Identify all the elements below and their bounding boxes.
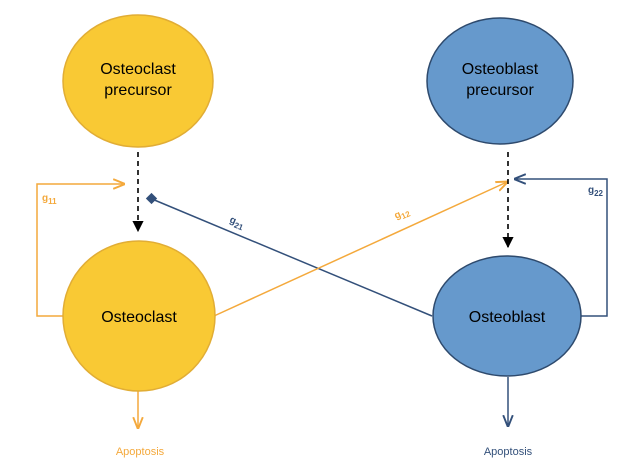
edge-g22: [515, 179, 608, 317]
osteoclast-precursor-node: [62, 14, 214, 148]
osteoblast-precursor-label-line1: Osteoblast: [462, 61, 539, 78]
osteoblast-label: Osteoblast: [469, 309, 546, 326]
osteoblast-node: [432, 255, 582, 377]
osteoclast-precursor-label-line2: precursor: [104, 82, 172, 99]
edge-label-g12: g12: [393, 205, 413, 223]
edge-g12: [213, 182, 507, 317]
osteoclast-node: [62, 240, 216, 392]
osteoclast-label: Osteoclast: [101, 309, 177, 326]
edge-label-g21: g21: [227, 215, 246, 233]
edge-g21: [151, 198, 433, 317]
inhibition-head-g21: [145, 192, 158, 205]
osteoclast-precursor-label-line1: Osteoclast: [100, 61, 176, 78]
osteoblast-apoptosis-label: Apoptosis: [484, 446, 533, 458]
edge-g11: [36, 184, 124, 317]
osteoclast-apoptosis-label: Apoptosis: [116, 446, 165, 458]
edge-label-g11: g11: [42, 193, 57, 206]
osteoblast-precursor-node: [426, 17, 574, 145]
edge-label-g22: g22: [588, 185, 604, 198]
osteoblast-precursor-label-line2: precursor: [466, 82, 534, 99]
